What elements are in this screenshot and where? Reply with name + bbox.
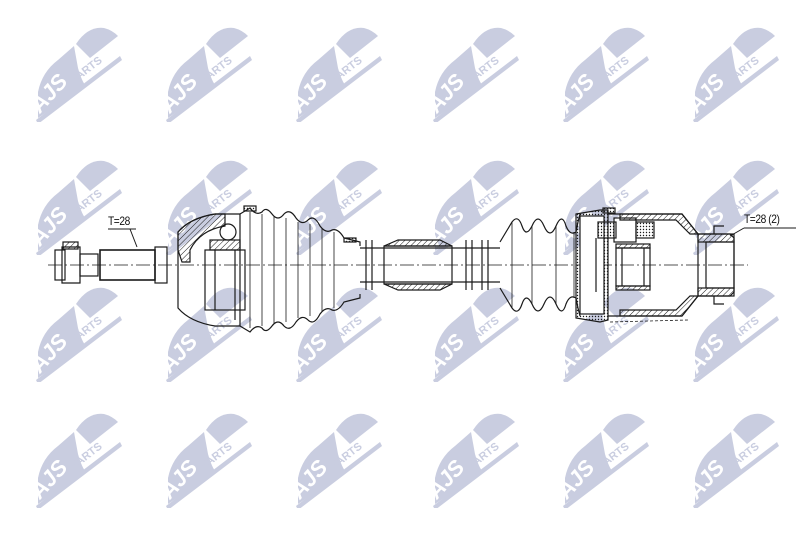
- left-spline-label: T=28: [108, 214, 130, 228]
- inner-boot: [499, 213, 581, 317]
- damper-weight: [383, 239, 453, 291]
- outer-boot: [239, 205, 361, 333]
- outer-stub-shaft: [54, 228, 168, 284]
- outer-cv-joint: [177, 213, 246, 327]
- inner-stub: [697, 225, 796, 305]
- right-spline-label: T=28 (2): [744, 212, 780, 226]
- inner-tripod-joint-housing: [575, 207, 700, 323]
- shaft-bar: [360, 240, 500, 290]
